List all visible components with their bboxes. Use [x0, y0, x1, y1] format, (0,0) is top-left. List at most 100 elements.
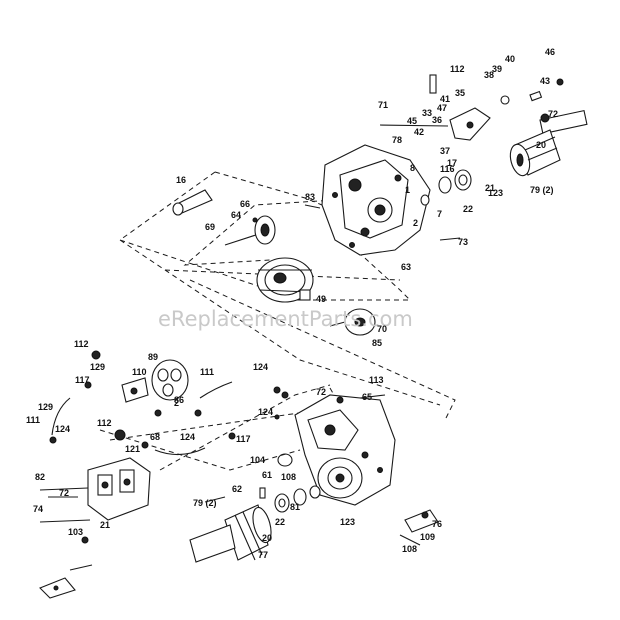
hoses-111: [51, 381, 233, 456]
lower-washers: [274, 485, 321, 513]
part-label-59: 108: [281, 472, 296, 482]
part-label-49: 124: [258, 407, 273, 417]
lever-103: [399, 509, 439, 546]
part-label-21: 116: [440, 164, 455, 174]
part-label-75: 109: [420, 532, 435, 542]
lower-bolts: [39, 487, 226, 571]
part-label-67: 79 (2): [193, 498, 217, 508]
part-label-36: 70: [377, 324, 387, 334]
part-label-69: 123: [340, 517, 355, 527]
shaft-16: [172, 189, 213, 216]
part-label-35: 49: [316, 294, 326, 304]
part-label-66: 21: [100, 520, 110, 530]
part-label-51: 111: [26, 415, 40, 425]
part-label-60: 61: [262, 470, 272, 480]
part-label-37: 85: [372, 338, 382, 348]
part-label-13: 36: [432, 115, 442, 125]
part-label-61: 62: [232, 484, 242, 494]
part-label-15: 78: [392, 135, 402, 145]
part-label-16: 37: [440, 146, 450, 156]
upper-axle-assembly: [509, 109, 588, 177]
watermark-text: eReplacementParts.com: [158, 307, 413, 331]
pump-block-61: [87, 457, 151, 521]
part-label-42: 111: [200, 367, 214, 377]
part-label-65: 74: [33, 504, 43, 514]
part-label-20: 17: [447, 158, 457, 168]
upper-transaxle-housing: [321, 144, 431, 256]
lower-transaxle-housing: [294, 394, 396, 506]
part-label-2: 46: [545, 47, 555, 57]
part-label-55: 117: [236, 434, 251, 444]
part-label-39: 89: [148, 352, 158, 362]
part-label-53: 129: [38, 402, 53, 412]
part-label-19: 83: [305, 192, 315, 202]
part-label-22: 8: [410, 163, 415, 173]
part-label-6: 71: [378, 100, 388, 110]
part-label-70: 81: [290, 502, 300, 512]
gear-64: [224, 215, 276, 246]
part-label-4: 39: [492, 64, 502, 74]
part-label-10: 33: [422, 108, 432, 118]
differential-49: [256, 257, 314, 303]
part-label-11: 72: [548, 109, 558, 119]
part-label-41: 110: [132, 367, 147, 377]
part-label-44: 117: [75, 375, 90, 385]
fitting-110: [121, 377, 149, 403]
part-label-12: 45: [407, 116, 417, 126]
part-label-34: 63: [401, 262, 411, 272]
part-label-31: 69: [205, 222, 215, 232]
part-label-46: 65: [362, 392, 372, 402]
part-label-23: 21: [485, 183, 495, 193]
part-label-0: 112: [450, 64, 465, 74]
part-label-8: 41: [440, 94, 450, 104]
part-label-54: 124: [180, 432, 195, 442]
part-label-47: 72: [316, 387, 326, 397]
part-label-14: 42: [414, 127, 424, 137]
part-label-48: 113: [369, 375, 384, 385]
upper-shift-arm: [379, 74, 564, 141]
part-label-76: 108: [402, 544, 417, 554]
part-label-63: 82: [35, 472, 45, 482]
part-label-50: 112: [97, 418, 112, 428]
part-label-64: 72: [59, 488, 69, 498]
part-label-25: 123: [488, 188, 503, 198]
part-label-45: 86: [174, 395, 184, 405]
part-label-40: 129: [90, 362, 105, 372]
part-label-27: 22: [463, 204, 473, 214]
part-label-17: 16: [176, 175, 186, 185]
part-label-33: 73: [458, 237, 468, 247]
part-label-72: 103: [68, 527, 83, 537]
upper-washers: [420, 169, 472, 206]
part-label-7: 35: [455, 88, 465, 98]
lower-axle-assembly: [189, 504, 272, 563]
part-label-18: 20: [536, 140, 546, 150]
filter-89: [151, 359, 189, 401]
part-label-9: 47: [437, 103, 447, 113]
upper-pins: [304, 204, 461, 241]
part-label-30: 7: [437, 209, 442, 219]
part-label-73: 77: [258, 550, 268, 560]
part-label-58: 104: [250, 455, 265, 465]
part-label-3: 38: [484, 70, 494, 80]
part-label-1: 40: [505, 54, 515, 64]
part-label-29: 1: [405, 185, 410, 195]
fittings-and-clamps: [49, 350, 386, 499]
bracket-108: [39, 577, 76, 599]
part-label-56: 68: [150, 432, 160, 442]
part-label-57: 2: [174, 398, 179, 408]
part-label-5: 43: [540, 76, 550, 86]
gear-70: [329, 308, 376, 336]
part-label-26: 66: [240, 199, 250, 209]
part-label-52: 124: [55, 424, 70, 434]
part-label-38: 112: [74, 339, 89, 349]
part-label-43: 124: [253, 362, 268, 372]
part-label-32: 2: [413, 218, 418, 228]
part-label-68: 22: [275, 517, 285, 527]
part-label-74: 76: [432, 519, 442, 529]
part-label-24: 79 (2): [530, 185, 554, 195]
part-label-71: 20: [262, 533, 272, 543]
part-label-62: 121: [125, 444, 140, 454]
part-label-28: 64: [231, 210, 241, 220]
